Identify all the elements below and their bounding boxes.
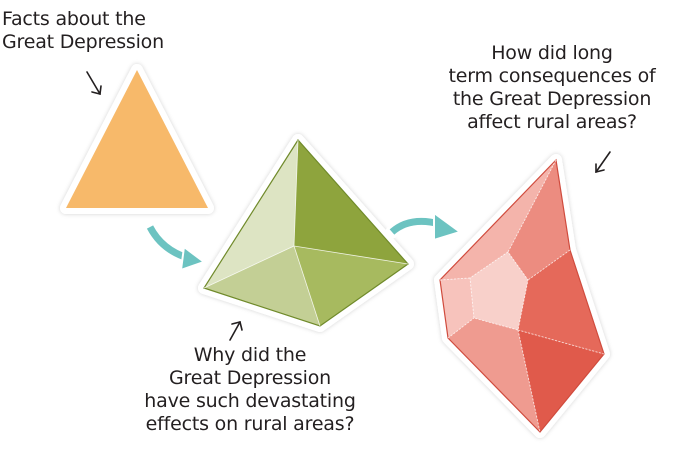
pyramid-shape [198,134,414,332]
pointer-arrow-facts [86,71,102,95]
how-question-label: How did long term consequences of the Gr… [448,42,656,133]
gem-shape [434,154,610,438]
pointer-arrow-why [229,321,243,341]
pointer-arrow-how [595,151,611,174]
facts-label: Facts about the Great Depression [2,8,164,53]
flow-arrow-2 [385,212,461,241]
flow-arrow-1 [143,220,205,271]
triangle-shape [60,64,214,214]
why-question-label: Why did the Great Depression have such d… [144,344,356,435]
